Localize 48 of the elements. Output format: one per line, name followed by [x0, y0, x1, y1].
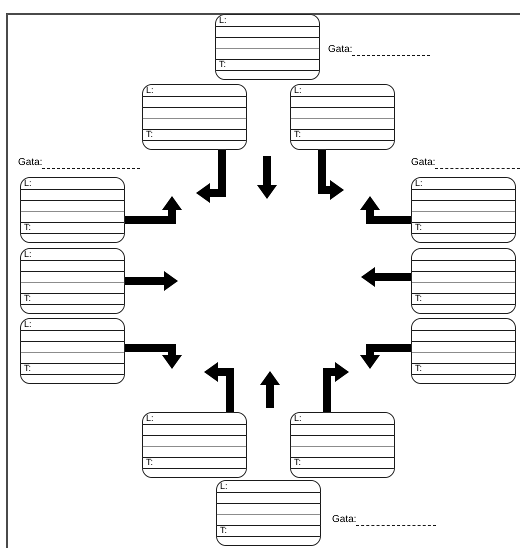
line-label: T: [294, 457, 302, 468]
bent-arrow [360, 344, 411, 369]
line-label: T: [415, 222, 422, 233]
line-label: L: [146, 413, 154, 424]
lined-card [142, 84, 247, 150]
line-label: T: [24, 363, 32, 374]
lined-card [411, 318, 516, 384]
line-label: T: [294, 129, 302, 140]
lined-card [142, 412, 247, 478]
lined-card [215, 14, 320, 80]
line-label: L: [24, 249, 32, 260]
line-label: T: [24, 293, 32, 304]
bent-arrow [318, 150, 344, 200]
line-label: L: [415, 178, 423, 189]
field-label: Gata: [411, 157, 436, 169]
lined-card [290, 84, 395, 150]
line-label: L: [294, 413, 302, 424]
line-label: T: [146, 129, 154, 140]
bent-arrow [125, 196, 182, 224]
line-label: T: [24, 222, 32, 233]
line-label: L: [219, 15, 227, 26]
lined-card [20, 318, 125, 384]
lined-card [411, 248, 516, 314]
lined-card [216, 480, 321, 546]
field-label: Gata: [18, 157, 42, 169]
line-label: T: [415, 293, 422, 304]
line-label: L: [146, 85, 154, 96]
lined-card [20, 248, 125, 314]
line-label: T: [415, 363, 422, 374]
line-label: T: [146, 457, 154, 468]
field-label: Gata: [332, 514, 356, 526]
bent-arrow [125, 344, 182, 369]
bent-arrow [204, 362, 234, 412]
bent-arrow [361, 267, 411, 287]
lined-card [411, 177, 516, 243]
line-label: T: [220, 525, 228, 536]
field-label: Gata: [328, 44, 352, 56]
bent-arrow [125, 271, 178, 291]
bent-arrow [323, 362, 349, 412]
line-label: L: [220, 481, 228, 492]
bent-arrow [196, 150, 226, 203]
lined-card [20, 177, 125, 243]
line-label: L: [24, 178, 32, 189]
line-label: T: [219, 59, 226, 70]
line-label: L: [24, 319, 32, 330]
lined-card [290, 412, 395, 478]
bent-arrow [360, 196, 411, 224]
line-label: L: [294, 85, 302, 96]
